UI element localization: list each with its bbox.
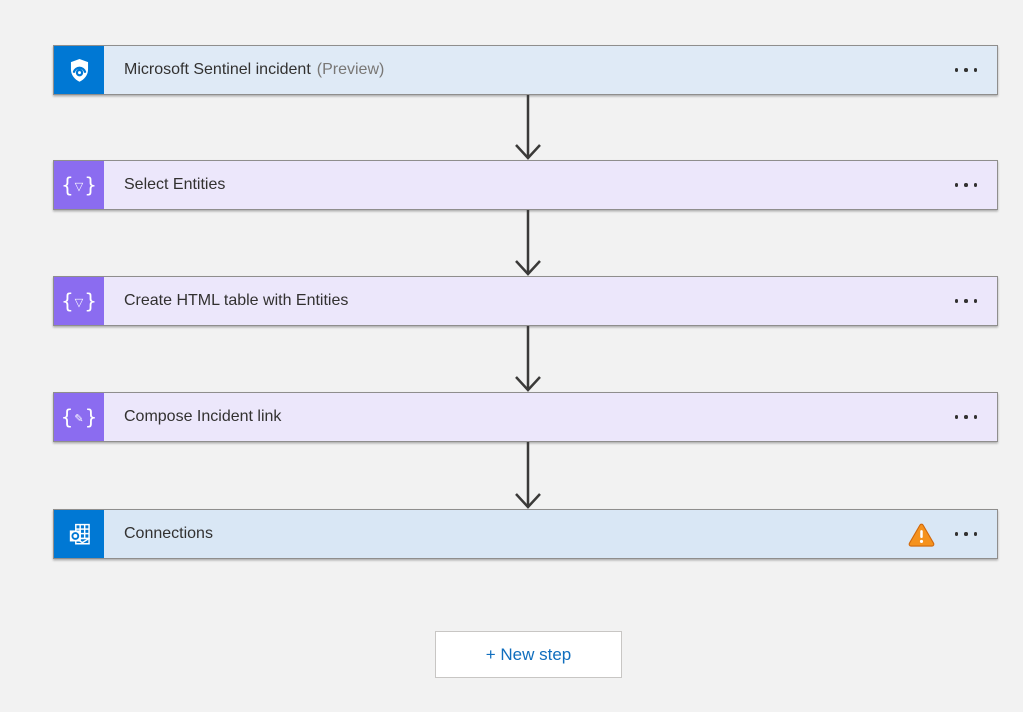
step-card-select-entities[interactable]: {▽} Select Entities bbox=[53, 160, 998, 210]
step-title: Select Entities bbox=[124, 176, 226, 193]
preview-badge: (Preview) bbox=[316, 61, 385, 78]
step-card-create-html-table-with-entities[interactable]: {▽} Create HTML table with Entities bbox=[53, 276, 998, 326]
more-options-icon[interactable] bbox=[951, 510, 982, 558]
step-title: Create HTML table with Entities bbox=[124, 292, 349, 309]
step-icon bbox=[54, 46, 104, 94]
data-operation-create-html-table-icon: {▽} bbox=[61, 289, 97, 313]
more-options-icon[interactable] bbox=[951, 161, 982, 209]
step-icon: {✎} bbox=[54, 393, 104, 441]
step-title: Microsoft Sentinel incident(Preview) bbox=[124, 61, 385, 78]
microsoft-sentinel-icon bbox=[70, 58, 88, 82]
new-step-button[interactable]: + New step bbox=[435, 631, 622, 678]
connector-arrow-icon bbox=[515, 442, 541, 509]
step-title: Connections bbox=[124, 525, 213, 542]
data-operation-select-icon: {▽} bbox=[61, 173, 97, 197]
warning-triangle-icon bbox=[908, 523, 935, 547]
step-icon: {▽} bbox=[54, 277, 104, 325]
step-card-microsoft-sentinel-incident[interactable]: Microsoft Sentinel incident(Preview) bbox=[53, 45, 998, 95]
connector-arrow-icon bbox=[515, 326, 541, 392]
more-options-icon[interactable] bbox=[951, 277, 982, 325]
connector-arrow-icon bbox=[515, 210, 541, 276]
step-card-connections[interactable]: Connections bbox=[53, 509, 998, 559]
step-card-compose-incident-link[interactable]: {✎} Compose Incident link bbox=[53, 392, 998, 442]
outlook-icon bbox=[69, 523, 90, 544]
more-options-icon[interactable] bbox=[951, 393, 982, 441]
step-icon: {▽} bbox=[54, 161, 104, 209]
step-title: Compose Incident link bbox=[124, 408, 282, 425]
data-operation-compose-icon: {✎} bbox=[60, 405, 98, 429]
more-options-icon[interactable] bbox=[951, 46, 982, 94]
connector-arrow-icon bbox=[515, 95, 541, 160]
step-icon bbox=[54, 510, 104, 558]
